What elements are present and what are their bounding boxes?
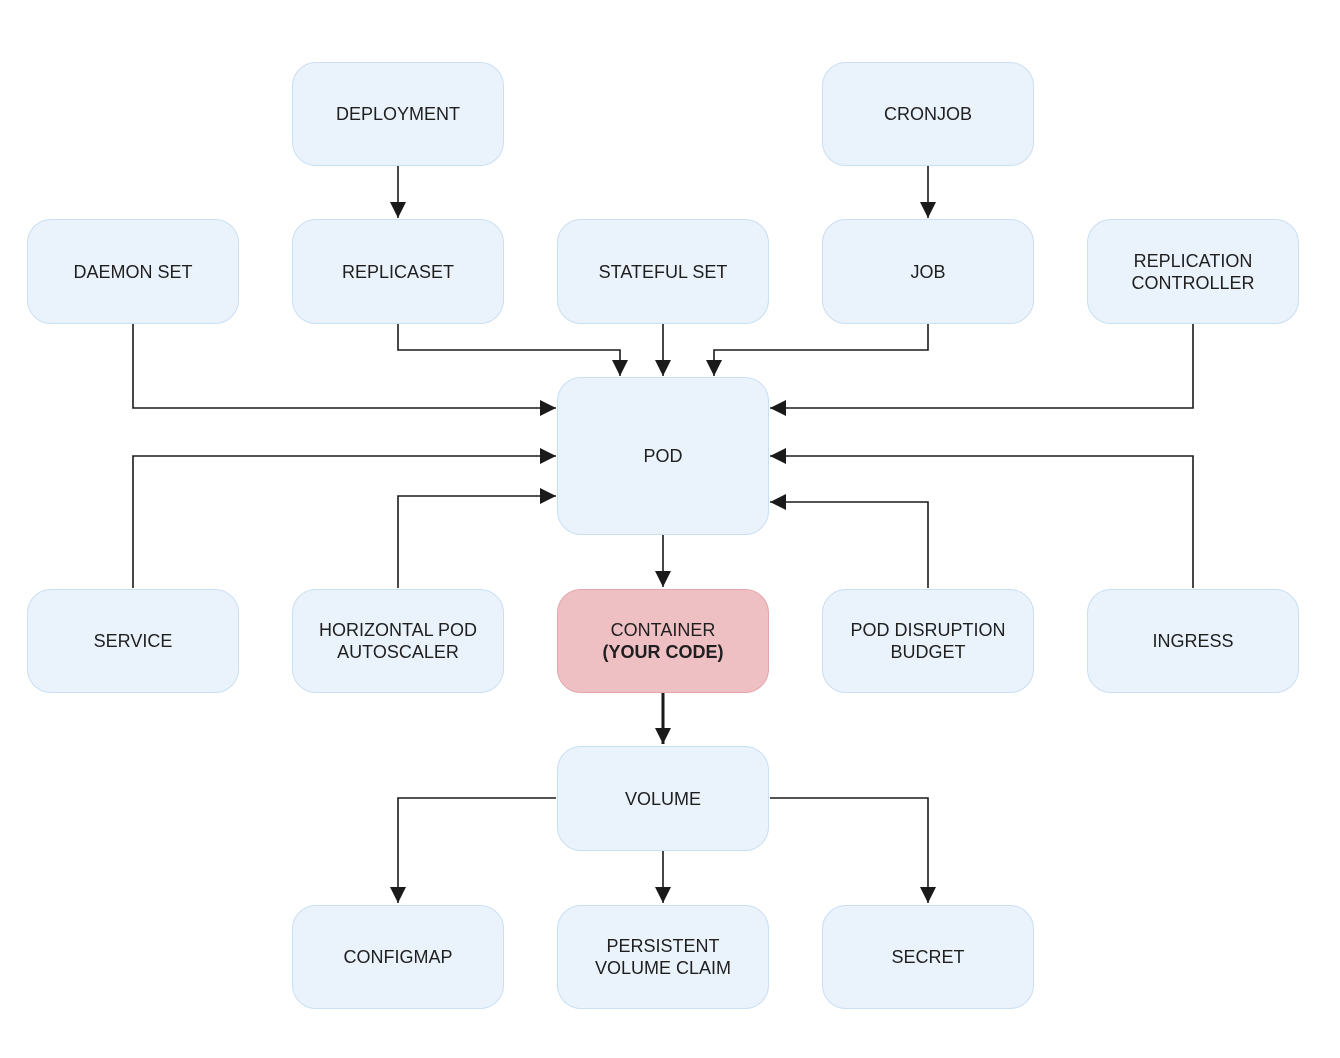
cronjob-node: CRONJOB (822, 62, 1034, 166)
node-label: HORIZONTAL POD (318, 620, 477, 640)
node-label: STATEFUL SET (598, 261, 728, 282)
node-label: POD DISRUPTION (850, 620, 1006, 640)
edge-volume-secret (770, 797, 936, 903)
volume-node: VOLUME (557, 746, 769, 851)
secret-node: SECRET (822, 905, 1034, 1009)
node-label: AUTOSCALER (337, 642, 459, 662)
node-label: JOB (910, 261, 946, 282)
node-label: DEPLOYMENT (335, 104, 461, 124)
deployment-node: DEPLOYMENT (292, 62, 504, 166)
node-label: PERSISTENT (606, 936, 720, 956)
node-label: REPLICASET (341, 261, 455, 282)
pod-disruption-budget-node: POD DISRUPTION BUDGET (822, 589, 1034, 693)
container-node: CONTAINER (YOUR CODE) (557, 589, 769, 693)
node-label: INGRESS (1152, 631, 1234, 651)
replication-controller-node: REPLICATION CONTROLLER (1087, 219, 1299, 324)
node-label: REPLICATION (1133, 250, 1253, 271)
edge-volume-configmap (390, 797, 556, 903)
node-label: CRONJOB (883, 104, 972, 124)
node-label: VOLUME (624, 788, 702, 809)
node-label: POD (643, 446, 683, 466)
node-label: VOLUME CLAIM (594, 958, 732, 978)
ingress-node: INGRESS (1087, 589, 1299, 693)
edge-daemonset-pod (132, 324, 556, 416)
job-node: JOB (822, 219, 1034, 324)
horizontal-pod-autoscaler-node: HORIZONTAL POD AUTOSCALER (292, 589, 504, 693)
node-label: SERVICE (93, 631, 173, 651)
node-label: CONFIGMAP (343, 947, 453, 967)
daemon-set-node: DAEMON SET (27, 219, 239, 324)
configmap-node: CONFIGMAP (292, 905, 504, 1009)
edge-pdb-pod (770, 494, 929, 588)
pod-node: POD (557, 377, 769, 535)
edge-replicationcontroller-pod (770, 324, 1194, 416)
stateful-set-node: STATEFUL SET (557, 219, 769, 324)
node-label: SECRET (891, 947, 965, 967)
replicaset-node: REPLICASET (292, 219, 504, 324)
edge-service-pod (132, 448, 556, 588)
node-label: (YOUR CODE) (602, 642, 724, 662)
edge-job-pod (706, 324, 929, 376)
node-label: CONTROLLER (1131, 272, 1255, 293)
edge-hpa-pod (397, 488, 556, 588)
edge-ingress-pod (770, 448, 1194, 588)
node-label: DAEMON SET (73, 261, 193, 282)
edge-replicaset-pod (397, 324, 628, 376)
service-node: SERVICE (27, 589, 239, 693)
node-label: CONTAINER (610, 620, 716, 640)
persistent-volume-claim-node: PERSISTENT VOLUME CLAIM (557, 905, 769, 1009)
node-label: BUDGET (890, 642, 966, 662)
